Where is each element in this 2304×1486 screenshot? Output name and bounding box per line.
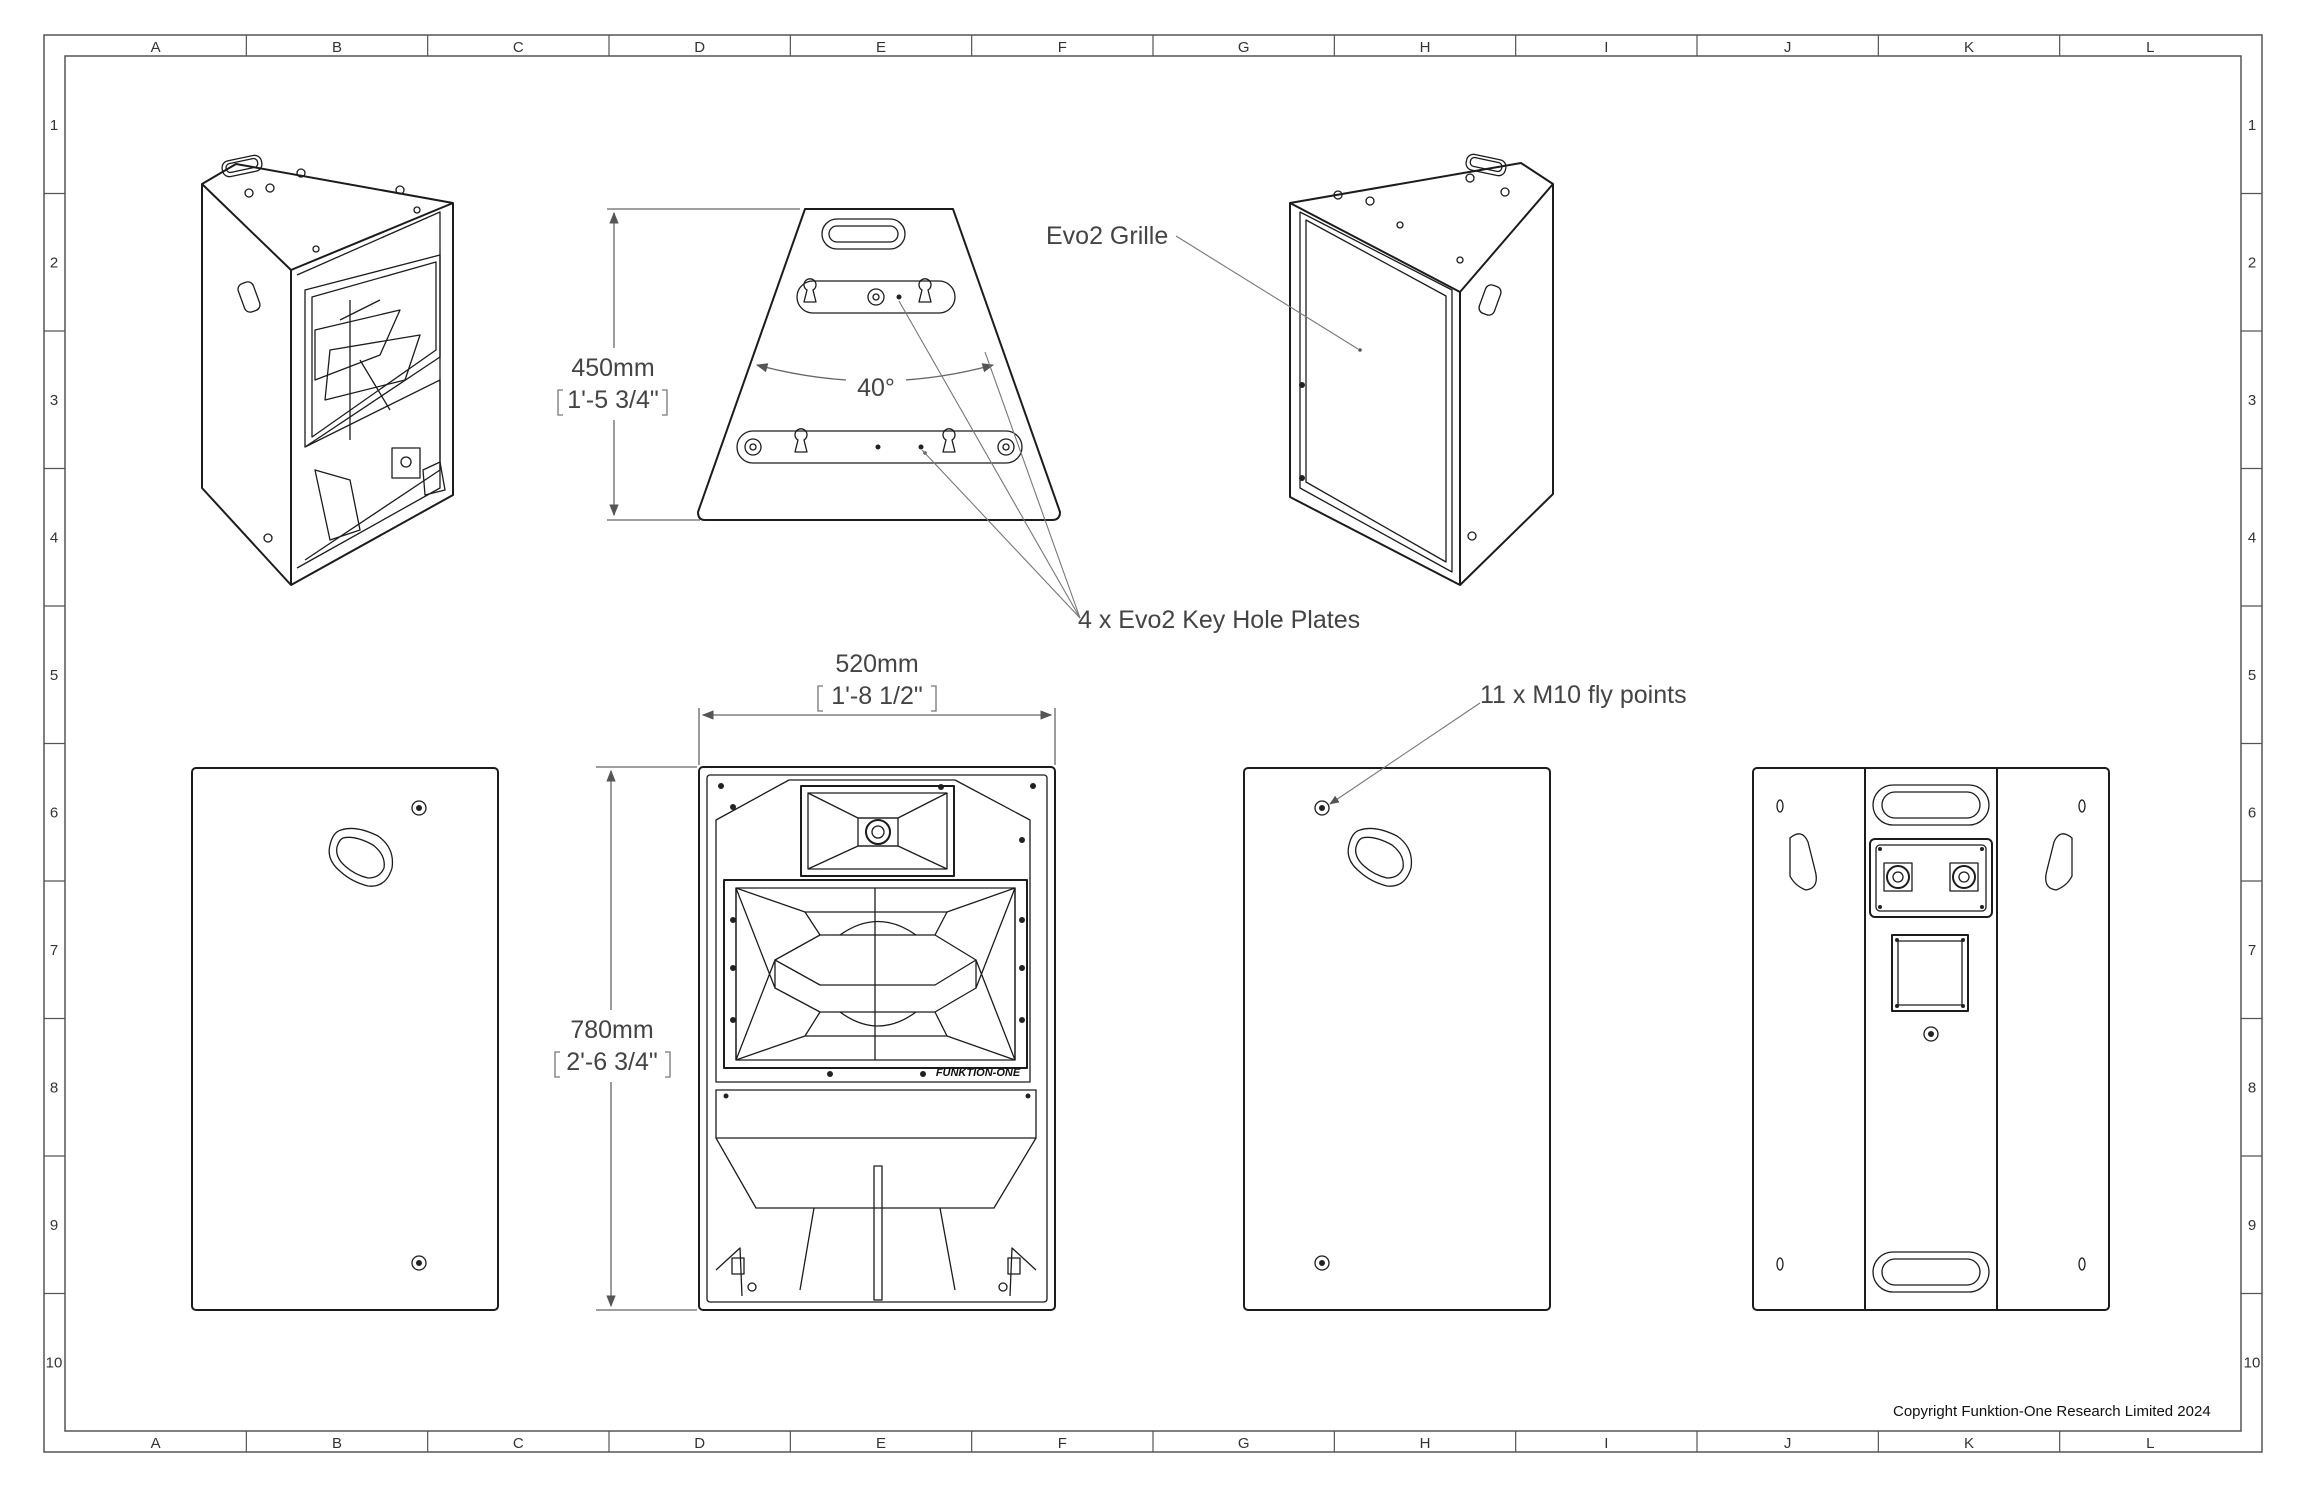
keyhole-label: 4 x Evo2 Key Hole Plates: [1078, 606, 1360, 634]
front-height-imperial: 2'-6 3/4": [566, 1048, 657, 1076]
grid-col-b-top: B: [332, 39, 342, 56]
grid-row-2-left: 2: [50, 254, 58, 271]
grid-col-k-bottom: K: [1964, 1435, 1974, 1452]
grid-col-l-top: L: [2146, 39, 2154, 56]
grid-col-c-bottom: C: [513, 1435, 524, 1452]
grid-col-k-top: K: [1964, 39, 1974, 56]
grid-col-j-bottom: J: [1784, 1435, 1792, 1452]
grid-col-d-top: D: [694, 39, 705, 56]
grid-col-g-bottom: G: [1238, 1435, 1250, 1452]
grid-row-1-right: 1: [2248, 117, 2256, 134]
grid-row-5-right: 5: [2248, 667, 2256, 684]
grid-col-c-top: C: [513, 39, 524, 56]
grid-row-6-left: 6: [50, 804, 58, 821]
grid-col-h-bottom: H: [1420, 1435, 1431, 1452]
grid-row-7-left: 7: [50, 942, 58, 959]
front-view: FUNKTION-ONE: [698, 766, 1056, 1311]
grid-row-4-left: 4: [50, 529, 58, 546]
grid-col-e-bottom: E: [876, 1435, 886, 1452]
grid-col-h-top: H: [1420, 39, 1431, 56]
grid-row-labels: 1 1 2 2 3 3 4 4 5 5 6 6 7 7 8 8 9 9 10 10: [44, 117, 2262, 1371]
grid-col-i-bottom: I: [1604, 1435, 1608, 1452]
front-height-dimension: 780mm 2'-6 3/4": [553, 766, 697, 1311]
angle-label: 40°: [857, 374, 895, 402]
top-height-dimension: 450mm 1'-5 3/4": [555, 208, 800, 521]
right-side-view: [1243, 767, 1551, 1311]
top-view: 40°: [697, 208, 1061, 521]
grid-col-f-top: F: [1058, 39, 1067, 56]
grid-row-3-right: 3: [2248, 392, 2256, 409]
funktion-one-logo: FUNKTION-ONE: [936, 1067, 1021, 1079]
grid-col-l-bottom: L: [2146, 1435, 2154, 1452]
front-width-imperial: 1'-8 1/2": [831, 682, 922, 710]
grille-label: Evo2 Grille: [1046, 222, 1168, 250]
isometric-view-right: [1289, 153, 1554, 586]
grid-row-1-left: 1: [50, 117, 58, 134]
top-height-imperial: 1'-5 3/4": [567, 386, 658, 414]
grid-col-a-bottom: A: [151, 1435, 161, 1452]
copyright-notice: Copyright Funktion-One Research Limited …: [1893, 1403, 2211, 1420]
grid-row-10-right: 10: [2244, 1354, 2261, 1371]
grid-col-g-top: G: [1238, 39, 1250, 56]
rear-view: [1752, 767, 2110, 1311]
grid-col-i-top: I: [1604, 39, 1608, 56]
front-width-mm: 520mm: [835, 650, 918, 678]
grid-row-6-right: 6: [2248, 804, 2256, 821]
grid-row-2-right: 2: [2248, 254, 2256, 271]
grid-row-8-left: 8: [50, 1079, 58, 1096]
left-side-view: [191, 767, 499, 1311]
grid-row-10-left: 10: [46, 1354, 63, 1371]
front-width-dimension: 520mm 1'-8 1/2": [698, 650, 1056, 765]
grid-col-d-bottom: D: [694, 1435, 705, 1452]
grid-col-j-top: J: [1784, 39, 1792, 56]
grid-row-9-left: 9: [50, 1217, 58, 1234]
grid-row-5-left: 5: [50, 667, 58, 684]
grid-row-3-left: 3: [50, 392, 58, 409]
flypoints-label: 11 x M10 fly points: [1480, 681, 1687, 709]
grid-row-7-right: 7: [2248, 942, 2256, 959]
grid-row-9-right: 9: [2248, 1217, 2256, 1234]
grid-col-e-top: E: [876, 39, 886, 56]
grid-col-b-bottom: B: [332, 1435, 342, 1452]
keyhole-callout: 4 x Evo2 Key Hole Plates: [898, 300, 1360, 634]
isometric-view-left: [201, 154, 454, 586]
grid-col-f-bottom: F: [1058, 1435, 1067, 1452]
grid-row-8-right: 8: [2248, 1079, 2256, 1096]
flypoints-callout: 11 x M10 fly points: [1329, 681, 1687, 805]
top-height-mm: 450mm: [571, 354, 654, 382]
grid-col-a-top: A: [151, 39, 161, 56]
front-height-mm: 780mm: [570, 1016, 653, 1044]
grid-row-4-right: 4: [2248, 529, 2256, 546]
grille-callout: Evo2 Grille: [1046, 222, 1359, 350]
grid-column-labels: A A B B C C D D E E F F G G H H I I J J K K L L: [151, 35, 2155, 1452]
